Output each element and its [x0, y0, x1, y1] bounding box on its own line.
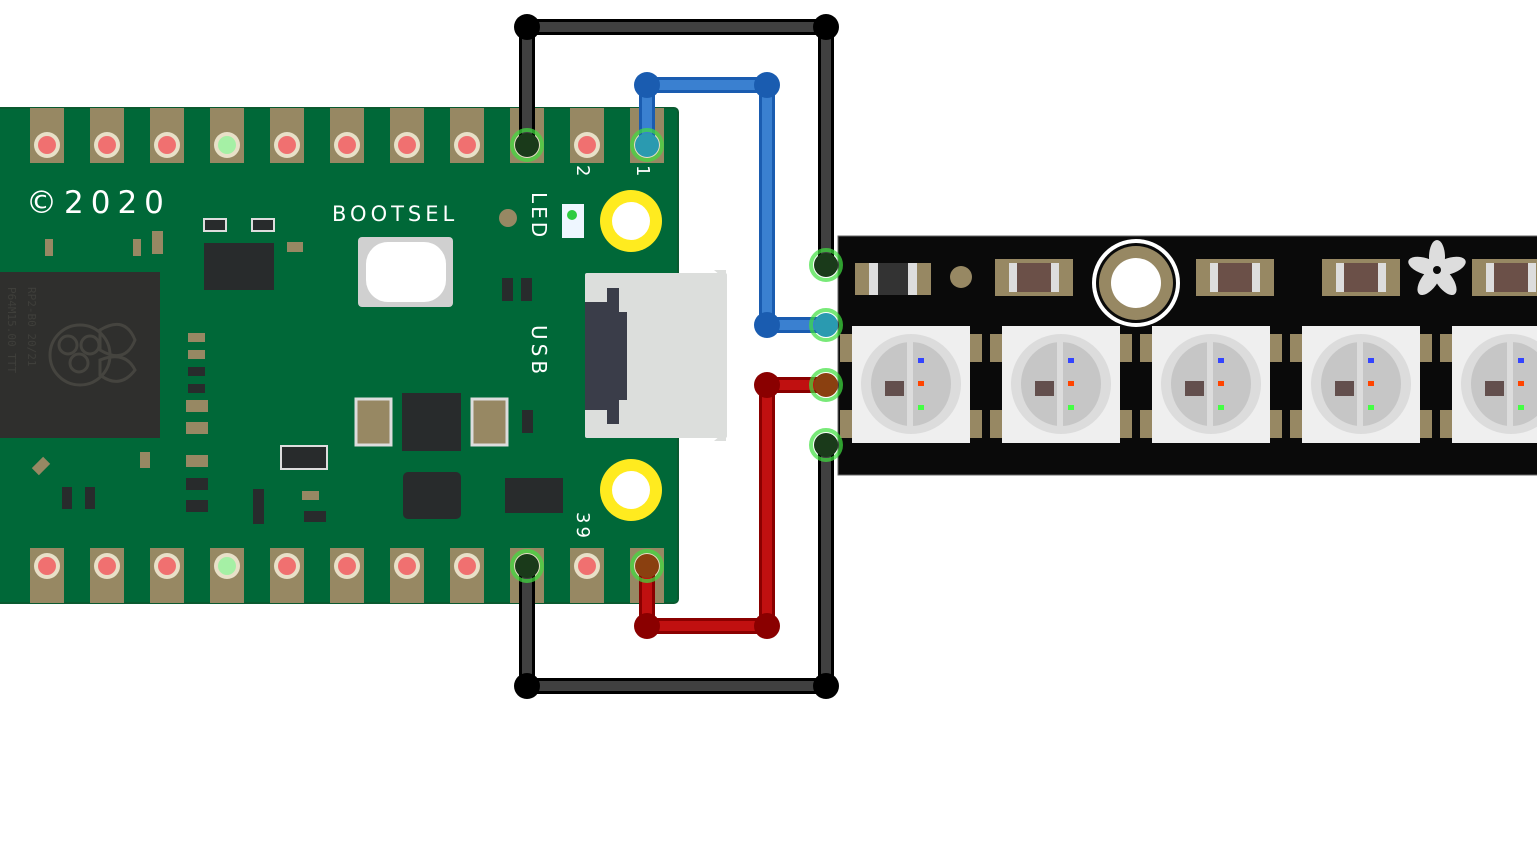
wire-bendpoint[interactable]: [634, 72, 660, 98]
copyright-label: ©2020: [26, 185, 171, 221]
strip-capacitor: [1472, 259, 1537, 296]
pico-board[interactable]: ©2020 BOOTSEL LED USB 2 1 39 RP2-B0 20/2…: [0, 107, 727, 604]
connection-highlight: [510, 128, 544, 162]
connection-highlight: [809, 248, 843, 282]
neopixel-led[interactable]: [1140, 326, 1282, 443]
header-pin[interactable]: [390, 548, 424, 603]
wire-endpoint[interactable]: [814, 313, 838, 337]
header-pin[interactable]: [90, 548, 124, 603]
wire-bendpoint[interactable]: [754, 613, 780, 639]
chip-marking-1: RP2-B0 20/21: [25, 287, 38, 366]
mounting-hole-bottom: [600, 459, 662, 521]
wire-ground-top[interactable]: [519, 19, 834, 265]
wire-bendpoint[interactable]: [813, 14, 839, 40]
connection-highlight: [510, 549, 544, 583]
strip-capacitor: [995, 259, 1073, 296]
header-pin[interactable]: [150, 108, 184, 163]
wire-endpoint[interactable]: [515, 554, 539, 578]
header-pin[interactable]: [30, 108, 64, 163]
header-pin[interactable]: [450, 108, 484, 163]
status-led: [562, 204, 584, 238]
connection-highlight: [630, 128, 664, 162]
neopixel-led[interactable]: [990, 326, 1132, 443]
connection-highlight: [809, 428, 843, 462]
wire-endpoint[interactable]: [814, 433, 838, 457]
wire-endpoint[interactable]: [515, 133, 539, 157]
header-pin[interactable]: [570, 548, 604, 603]
wire-bendpoint[interactable]: [754, 72, 780, 98]
rp2040-chip: RP2-B0 20/21 P64M15.00 TTT: [0, 272, 160, 438]
connection-highlight: [630, 549, 664, 583]
wire-endpoint[interactable]: [635, 133, 659, 157]
pin-label-2: 2: [572, 165, 593, 176]
wire-endpoints: [510, 128, 843, 583]
header-pin[interactable]: [90, 108, 124, 163]
chip-marking-2: P64M15.00 TTT: [5, 287, 18, 373]
wire-ground-bottom[interactable]: [519, 445, 834, 694]
pin-label-39: 39: [572, 512, 593, 541]
wire-endpoint[interactable]: [814, 373, 838, 397]
usb-connector[interactable]: [585, 270, 727, 441]
smd-components: [31, 209, 563, 524]
wires[interactable]: [510, 14, 843, 699]
header-pin[interactable]: [270, 108, 304, 163]
strip-capacitor: [1322, 259, 1400, 296]
connection-highlight: [809, 308, 843, 342]
wire-bendpoint[interactable]: [754, 372, 780, 398]
bootsel-button[interactable]: [358, 237, 453, 307]
strip-capacitor: [1196, 259, 1274, 296]
wire-bendpoint[interactable]: [813, 673, 839, 699]
raspberry-logo-icon: [48, 322, 137, 387]
wire-bendpoint[interactable]: [514, 14, 540, 40]
wire-bendpoint[interactable]: [634, 613, 660, 639]
wire-endpoint[interactable]: [635, 554, 659, 578]
wire-bendpoint[interactable]: [514, 673, 540, 699]
header-pin[interactable]: [390, 108, 424, 163]
neopixel-led[interactable]: [840, 326, 982, 443]
wire-endpoint[interactable]: [814, 253, 838, 277]
header-pin[interactable]: [30, 548, 64, 603]
header-pin[interactable]: [330, 548, 364, 603]
header-pin[interactable]: [330, 108, 364, 163]
header-pin[interactable]: [570, 108, 604, 163]
header-pin[interactable]: [150, 548, 184, 603]
neopixel-strip[interactable]: [837, 235, 1537, 476]
header-pin[interactable]: [210, 108, 244, 163]
strip-capacitors: [995, 259, 1537, 296]
mounting-hole-top: [600, 190, 662, 252]
wire-bendpoints: [514, 14, 839, 699]
strip-resistor: [855, 263, 931, 295]
header-pin[interactable]: [270, 548, 304, 603]
led-label: LED: [527, 192, 551, 240]
pin-label-1: 1: [632, 165, 653, 176]
strip-via: [950, 266, 972, 288]
led-row: [840, 326, 1537, 443]
neopixel-led[interactable]: [1290, 326, 1432, 443]
header-pin[interactable]: [210, 548, 244, 603]
header-pin[interactable]: [450, 548, 484, 603]
adafruit-flower-icon: [1408, 240, 1466, 296]
wire-bendpoint[interactable]: [754, 312, 780, 338]
strip-mounting-hole: [1092, 239, 1180, 327]
connection-highlight: [809, 368, 843, 402]
usb-label: USB: [527, 325, 551, 378]
neopixel-led[interactable]: [1440, 326, 1537, 443]
bootsel-label: BOOTSEL: [332, 202, 458, 226]
